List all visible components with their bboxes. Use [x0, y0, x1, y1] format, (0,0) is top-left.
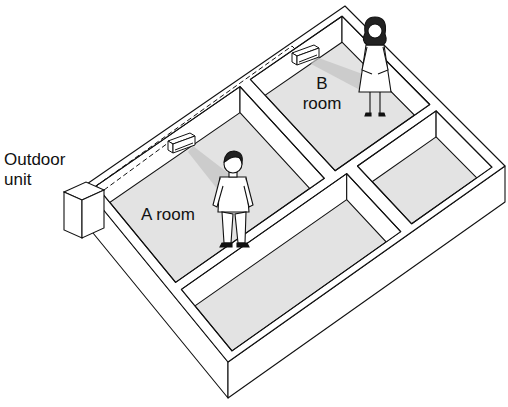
inner-wall-face [358, 111, 437, 192]
room [181, 174, 400, 351]
indoor-unit [168, 133, 195, 153]
outdoor-unit [64, 182, 104, 238]
indoor-unit [292, 45, 319, 65]
room-floor [181, 174, 400, 351]
inner-wall-face [96, 87, 240, 212]
room-label: A room [140, 205, 196, 225]
room-floor [358, 111, 492, 224]
refrigerant-pipe [104, 143, 168, 190]
room-outline [181, 174, 400, 351]
woman-figure [359, 17, 391, 116]
refrigerant-pipe [96, 46, 300, 186]
room-label: B room [296, 74, 348, 113]
man-figure [213, 151, 253, 247]
inner-wall-face [181, 174, 346, 316]
equipment-and-people [64, 17, 391, 247]
room-outline [358, 111, 492, 224]
building [84, 6, 505, 398]
unit-label: Outdoor unit [4, 150, 76, 189]
inner-wall-face [250, 16, 342, 105]
room [358, 111, 492, 224]
wall-top [84, 6, 505, 362]
inner-wall-face [436, 111, 492, 193]
